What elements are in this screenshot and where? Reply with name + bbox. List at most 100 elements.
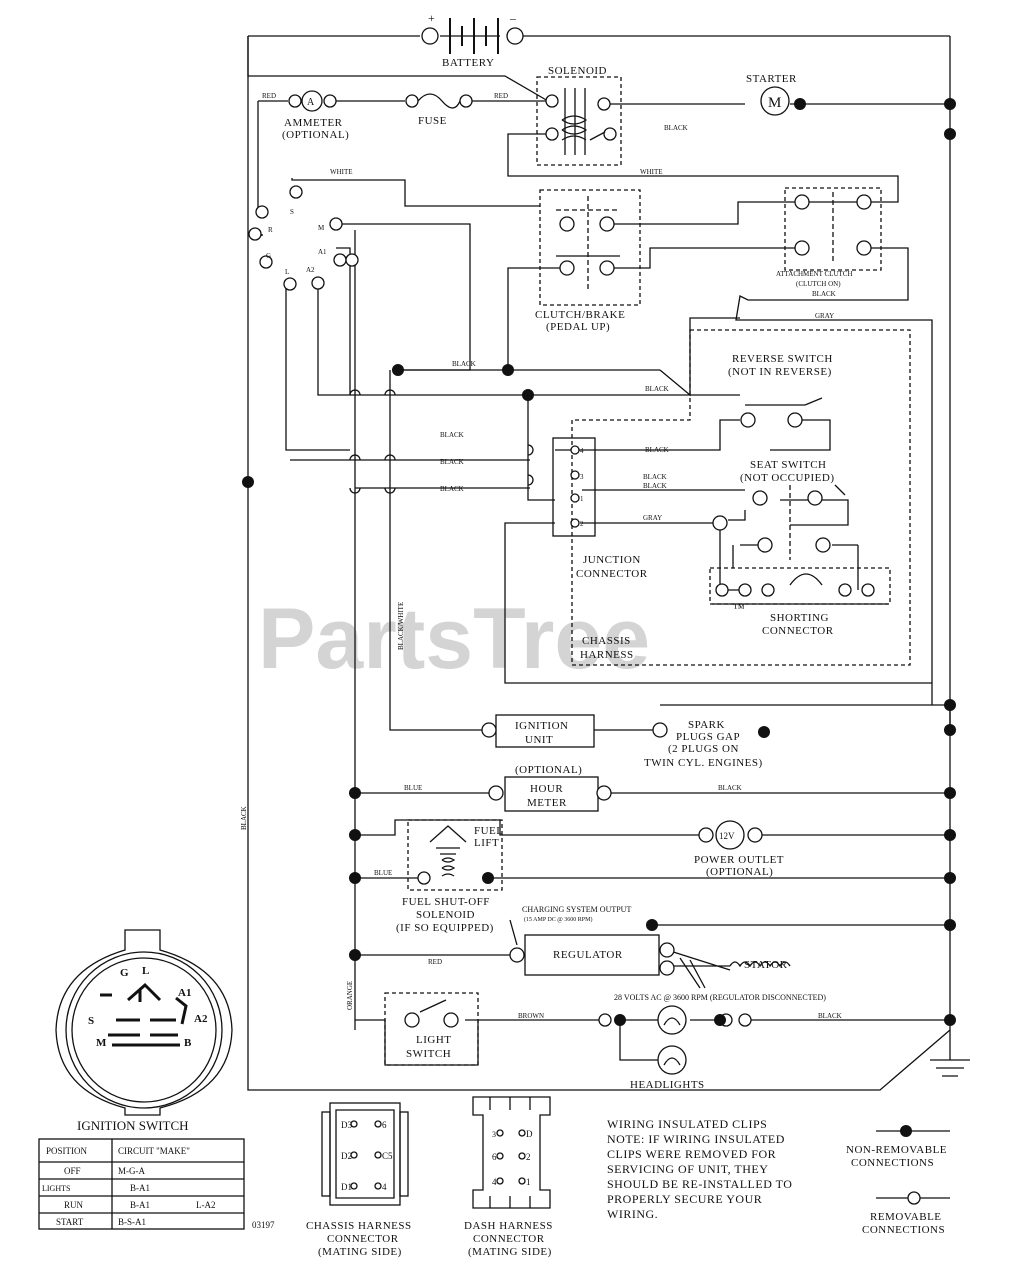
chassis-harness-connector: D3 6 D2 C5 D1 4 CHASSIS HARNESS CONNECTO… xyxy=(306,1102,412,1258)
table-row-off-circuit: M-G-A xyxy=(118,1166,145,1176)
table-row-start-circuit: B-S-A1 xyxy=(118,1217,146,1227)
regulator: REGULATOR CHARGING SYSTEM OUTPUT (15 AMP… xyxy=(509,905,675,976)
term-a1: A1 xyxy=(318,248,327,256)
fuel-lift-label: FUEL xyxy=(474,825,504,837)
junction-pin-3: 3 xyxy=(580,473,584,481)
legend: NON-REMOVABLE CONNECTIONS REMOVABLE CONN… xyxy=(846,1125,950,1236)
clutch-brake-sub: (PEDAL UP) xyxy=(546,321,610,333)
battery-plus: + xyxy=(428,11,435,25)
fuel-lift-sub: LIFT xyxy=(474,837,499,849)
wire-black4: BLACK xyxy=(645,446,669,454)
chassis-harness-box xyxy=(571,329,911,666)
legend-removable-dot xyxy=(907,1191,921,1205)
junction-connector-label: JUNCTION xyxy=(583,554,641,566)
dash-connector-label: DASH HARNESS xyxy=(464,1220,553,1232)
reverse-switch: REVERSE SWITCH (NOT IN REVERSE) xyxy=(728,353,832,428)
dash-connector-sub: CONNECTOR xyxy=(473,1233,545,1245)
wiring-note: WIRING INSULATED CLIPS NOTE: IF WIRING I… xyxy=(607,1117,792,1221)
stator: STATOR 28 VOLTS AC @ 3600 RPM (REGULATOR… xyxy=(614,957,826,1002)
junction-pin-1: 1 xyxy=(580,495,584,503)
wires xyxy=(247,35,970,1091)
watermark: PartsTree xyxy=(258,591,650,687)
wire-black6: BLACK xyxy=(643,473,667,481)
note-line2: NOTE: IF WIRING INSULATED xyxy=(607,1132,785,1146)
junction-dots xyxy=(242,98,956,1026)
legend-nonremovable-line1: NON-REMOVABLE xyxy=(846,1144,947,1156)
table-row-run-circuit: B-A1 xyxy=(130,1200,150,1210)
wire-gray1: GRAY xyxy=(815,312,834,320)
term-s: S xyxy=(290,208,294,216)
attachment-clutch-label: ATTACHMENT CLUTCH xyxy=(776,270,853,278)
regulator-label: REGULATOR xyxy=(553,949,623,961)
watermark-tm: ™ xyxy=(733,601,745,615)
face-m: M xyxy=(96,1037,107,1049)
ammeter-symbol: A xyxy=(307,97,315,108)
spark-plugs-line3: (2 PLUGS ON xyxy=(668,743,739,755)
chassis-connector-sub: CONNECTOR xyxy=(327,1233,399,1245)
dash-pin-3: 3 xyxy=(492,1130,496,1139)
dash-pin-4: 4 xyxy=(492,1177,497,1187)
table-row-off-pos: OFF xyxy=(64,1166,81,1176)
face-s: S xyxy=(88,1015,94,1027)
hour-meter-label: HOUR xyxy=(530,783,563,795)
note-line6: PROPERLY SECURE YOUR xyxy=(607,1192,762,1206)
fuel-solenoid-sub: SOLENOID xyxy=(416,909,475,921)
junction-connector-sub: CONNECTOR xyxy=(576,568,648,580)
wire-white2: WHITE xyxy=(640,168,663,176)
starter: M STARTER xyxy=(746,73,797,116)
headlights-label: HEADLIGHTS xyxy=(630,1079,705,1091)
legend-nonremovable-dot xyxy=(900,1125,912,1137)
face-g: G xyxy=(120,967,129,979)
battery-minus: – xyxy=(509,11,517,25)
wire-black-hl: BLACK xyxy=(818,1012,842,1020)
wire-black1: BLACK xyxy=(452,360,476,368)
battery: + – BATTERY xyxy=(421,11,524,69)
wire-black-ac: BLACK xyxy=(812,290,836,298)
dash-pin-6: 6 xyxy=(492,1152,497,1162)
ignition-switch-table: POSITION CIRCUIT "MAKE" OFF M-G-A LIGHTS… xyxy=(38,1138,245,1230)
note-line1: WIRING INSULATED CLIPS xyxy=(607,1117,767,1131)
face-b: B xyxy=(184,1037,192,1049)
wire-orange: ORANGE xyxy=(346,981,354,1010)
shorting-connector-sub: CONNECTOR xyxy=(762,625,834,637)
ac-volts-label: 28 VOLTS AC @ 3600 RPM (REGULATOR DISCON… xyxy=(614,993,826,1002)
charging-output-label: CHARGING SYSTEM OUTPUT xyxy=(522,905,631,914)
stator-label: STATOR xyxy=(744,959,788,971)
chassis-pin-d3: D3 xyxy=(341,1120,352,1130)
wire-black-white: BLACK/WHITE xyxy=(397,602,405,650)
wire-black7: BLACK xyxy=(643,482,667,490)
junction-pin-2: 2 xyxy=(580,520,584,528)
wire-frame-left: BLACK xyxy=(240,806,248,830)
dash-pin-1: 1 xyxy=(526,1177,531,1187)
wire-red3: RED xyxy=(428,958,442,966)
spark-plugs-line4: TWIN CYL. ENGINES) xyxy=(644,757,763,769)
chassis-connector-label: CHASSIS HARNESS xyxy=(306,1220,412,1232)
solenoid: SOLENOID xyxy=(536,65,622,166)
junction-pin-4: 4 xyxy=(580,447,584,455)
term-m: M xyxy=(318,224,325,232)
dash-pin-d: D xyxy=(526,1129,533,1139)
wire-white1: WHITE xyxy=(330,168,353,176)
wire-blue1: BLUE xyxy=(404,784,422,792)
power-outlet-label: POWER OUTLET xyxy=(694,854,784,866)
table-row-lights-circuit: B-A1 xyxy=(130,1183,150,1193)
note-line7: WIRING. xyxy=(607,1207,658,1221)
face-a2: A2 xyxy=(194,1013,208,1025)
note-line3: CLIPS WERE REMOVED FOR xyxy=(607,1147,776,1161)
hour-meter-optional: (OPTIONAL) xyxy=(515,764,582,776)
chassis-pin-4: 4 xyxy=(382,1182,387,1192)
light-switch-sub: SWITCH xyxy=(406,1048,451,1060)
shorting-connector: SHORTING CONNECTOR xyxy=(709,567,891,637)
dash-connector-mating: (MATING SIDE) xyxy=(468,1246,552,1258)
battery-label: BATTERY xyxy=(442,57,494,69)
ignition-unit: IGNITION UNIT xyxy=(481,714,668,748)
term-g: G xyxy=(266,252,271,260)
term-l: L xyxy=(285,268,289,276)
note-line5: SHOULD BE RE-INSTALLED TO xyxy=(607,1177,792,1191)
face-l: L xyxy=(142,965,149,977)
ignition-unit-sub: UNIT xyxy=(525,734,553,746)
light-switch-label: LIGHT xyxy=(416,1034,452,1046)
wire-black8: BLACK xyxy=(440,485,464,493)
